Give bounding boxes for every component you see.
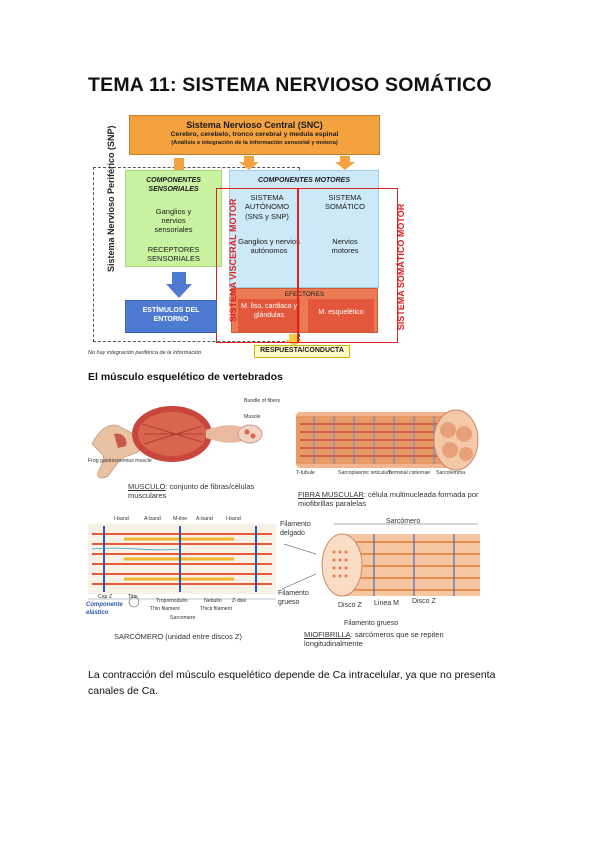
caption-musculo: MUSCULO: conjunto de fibras/células musc… [128, 482, 278, 501]
muscle-illustration [88, 406, 480, 608]
visceral-motor-label: SISTEMA VISCERAL MOTOR [228, 198, 238, 322]
fibra-term: FIBRA MUSCULAR [298, 490, 364, 499]
section-subtitle: El músculo esquelético de vertebrados [88, 371, 283, 383]
label-sarcomere: Sarcomere [170, 615, 196, 621]
label-frog: Frog gastrocnemius muscle [88, 458, 152, 464]
miofibrilla-desc: : sarcómeros que se repiten longitudinal… [304, 630, 444, 649]
som-title: SISTEMA SOMÁTICO [324, 193, 365, 212]
arrow-down-som-icon [335, 156, 355, 170]
label-titin: Titin [128, 594, 138, 600]
label-terminal: Terminal cisternae [388, 470, 431, 476]
visceral-motor-outline [216, 188, 298, 343]
sensory-components-box: COMPONENTES SENSORIALES Ganglios y nervi… [125, 170, 222, 267]
label-sarcomero-top: Sarcómero [386, 518, 421, 525]
whole-muscle-icon [132, 406, 263, 462]
sens-item1: Ganglios y nervios sensoriales [154, 206, 193, 235]
muscle-fiber-icon [296, 409, 479, 471]
band-1: I-band [114, 516, 129, 522]
somatic-motor-label: SISTEMA SOMÁTICO MOTOR [396, 203, 406, 331]
band-5: I-band [226, 516, 241, 522]
band-4: A-band [196, 516, 213, 522]
stimulus-box: ESTÍMULOS DEL ENTORNO [125, 300, 217, 333]
stimulus-label: ESTÍMULOS DEL ENTORNO [142, 307, 200, 323]
efect-title: EFECTORES [284, 291, 325, 298]
response-label: RESPUESTA/CONDUCTA [260, 347, 344, 354]
label-filamento-delgado: Filamento delgado [280, 521, 311, 537]
efect-esq: M. esquelético [308, 299, 374, 332]
band-2: A-band [144, 516, 161, 522]
label-bundle: Bundle of fibers [244, 398, 281, 404]
snc-title: Sistema Nervioso Central (SNC) [186, 120, 323, 130]
arrow-down-sens-icon [174, 158, 184, 170]
caption-fibra: FIBRA MUSCULAR: célula multinucleada for… [298, 490, 508, 509]
label-ttubule: T-tubule [296, 470, 315, 476]
fibra-desc: : célula multinucleada formada por miofi… [298, 490, 479, 509]
label-filamento-grueso: Filamento grueso [278, 590, 309, 606]
motor-components-box: COMPONENTES MOTORES SISTEMA AUTÓNOMO (SN… [229, 170, 379, 288]
sens-item2: RECEPTORES SENSORIALES [147, 244, 200, 263]
frog-leg-icon [91, 424, 142, 479]
snc-box: Sistema Nervioso Central (SNC) Cerebro, … [129, 115, 380, 155]
label-disco-z1: Disco Z [338, 602, 362, 609]
snc-line1: Cerebro, cerebelo, tronco cerebral y med… [170, 131, 339, 139]
myofibril-icon [281, 523, 480, 597]
response-box: RESPUESTA/CONDUCTA [254, 345, 350, 358]
caption-sarcomero: SARCÓMERO (unidad entre discos Z) [114, 632, 242, 641]
som-item: Nervios motores [331, 237, 359, 256]
musculo-term: MUSCULO [128, 482, 166, 491]
muscle-figure: Bundle of fibers Muscle Frog gastrocnemi… [84, 394, 504, 656]
label-linea-m: Linea M [374, 600, 399, 607]
label-filamento-grueso2: Filamento grueso [344, 620, 399, 627]
label-zdisk: Z-disk [232, 598, 247, 604]
somatic-motor-outline [298, 188, 398, 343]
band-3: M-line [173, 516, 188, 522]
nervous-system-diagram: Sistema Nervioso Periférico (SNP) Sistem… [84, 112, 514, 362]
mot-title: COMPONENTES MOTORES [257, 177, 351, 184]
musculo-desc: : conjunto de fibras/células musculares [128, 482, 255, 501]
diagram-note: No hay integración periférica de la info… [88, 350, 202, 356]
label-nebulin: Nebulin [204, 598, 222, 604]
label-tropomodulin: Tropomodulin [156, 598, 188, 604]
miofibrilla-term: MIOFIBRILLA [304, 630, 351, 639]
arrow-up-stimulus-icon [166, 272, 192, 298]
label-thick: Thick filament [200, 606, 232, 612]
label-capz: Cap Z [98, 594, 113, 600]
auto-title: SISTEMA AUTÓNOMO (SNS y SNP) [244, 193, 290, 221]
caption-miofibrilla: MIOFIBRILLA: sarcómeros que se repiten l… [304, 630, 494, 649]
page-title: TEMA 11: SISTEMA NERVIOSO SOMÁTICO [88, 74, 492, 96]
label-muscle: Muscle [244, 414, 261, 420]
label-thin: Thin filament [150, 606, 180, 612]
snc-line2: (Análisis e integración de la informació… [171, 139, 338, 146]
label-sr: Sarcoplasmic reticulum [338, 470, 392, 476]
sens-title: COMPONENTES SENSORIALES [146, 177, 201, 193]
arrow-down-auto-icon [239, 156, 259, 170]
label-disco-z2: Disco Z [412, 598, 436, 605]
efect-liso: M. liso, cardiaco y glándulas [238, 299, 300, 332]
label-componente-elastico: Componente elástico [86, 602, 123, 616]
body-paragraph: La contracción del músculo esquelético d… [88, 669, 496, 698]
auto-item: Ganglios y nervios autónomos [238, 237, 300, 256]
effectors-box: EFECTORES M. liso, cardiaco y glándulas … [231, 288, 378, 333]
sarcomere-diagram-icon [88, 524, 276, 608]
label-sarcolemma: Sarcolemma [436, 470, 466, 476]
